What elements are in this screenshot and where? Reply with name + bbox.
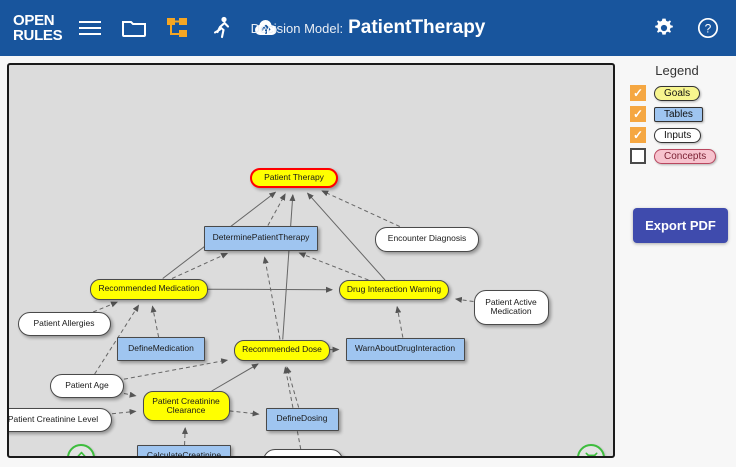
node-label: WarnAboutDrugInteraction <box>354 343 456 354</box>
hamburger-menu-icon[interactable] <box>68 6 112 50</box>
node-patient-allergies[interactable]: Patient Allergies <box>17 312 111 336</box>
legend-checkbox-goals[interactable]: ✓ <box>630 85 646 101</box>
node-label: DeterminePatientTherapy <box>212 232 310 243</box>
node-label: Patient Age <box>65 380 109 391</box>
edge-recommended-medication-to-drug-interaction-warning <box>207 286 334 293</box>
edge-patient-active-medication-to-drug-interaction-warning <box>454 296 474 303</box>
legend-pill-concepts[interactable]: Concepts <box>654 148 717 164</box>
node-patient-age[interactable]: Patient Age <box>50 374 124 398</box>
cloud-upload-icon[interactable] <box>244 6 288 50</box>
edge-patient-age-to-patient-creatinine-clearance <box>123 391 137 398</box>
edge-drug-interaction-warning-to-determine-patient-therapy <box>298 252 369 281</box>
edge-recommended-dose-to-patient-therapy <box>282 193 296 340</box>
node-patient-creatinine-level[interactable]: Patient Creatinine Level <box>7 408 112 432</box>
node-recommended-dose[interactable]: Recommended Dose <box>234 339 330 361</box>
edge-determine-patient-therapy-to-patient-therapy <box>267 193 286 226</box>
node-label: DefineMedication <box>128 343 194 354</box>
check-icon: ✓ <box>632 128 644 142</box>
node-label: Encounter Diagnosis <box>387 233 467 244</box>
header-right-icons: ? <box>642 6 730 50</box>
edge-patient-creatinine-clearance-to-define-dosing <box>229 410 260 417</box>
app-header: OPEN RULES <box>0 0 736 56</box>
legend-pill-goals[interactable]: Goals <box>654 85 701 101</box>
node-label: Patient Allergies <box>33 318 95 329</box>
export-pdf-button[interactable]: Export PDF <box>633 208 728 243</box>
logo-line-2: RULES <box>13 27 63 44</box>
svg-text:?: ? <box>705 22 712 36</box>
gear-icon[interactable] <box>642 6 686 50</box>
edge-encounter-diagnosis-to-patient-therapy <box>321 190 400 227</box>
edge-patient-creatinine-level-to-patient-creatinine-clearance <box>111 408 137 415</box>
node-patient-active-medication[interactable]: Patient Active Medication <box>473 289 549 325</box>
legend-checkbox-concepts[interactable] <box>630 148 646 164</box>
node-label: Patient Weight <box>275 456 330 457</box>
check-icon: ✓ <box>632 86 644 100</box>
node-define-medication[interactable]: DefineMedication <box>117 337 205 361</box>
logo-line-1: OPEN <box>13 12 55 29</box>
node-drug-interaction-warning[interactable]: Drug Interaction Warning <box>339 280 449 300</box>
node-label: DefineDosing <box>276 413 328 424</box>
header-nav-icons <box>68 6 288 50</box>
run-icon[interactable] <box>200 6 244 50</box>
node-patient-creatinine-clearance[interactable]: Patient Creatinine Clearance <box>142 391 230 421</box>
legend-row-concepts: Concepts <box>622 148 732 164</box>
edge-patient-age-to-recommended-dose <box>123 358 229 380</box>
node-encounter-diagnosis[interactable]: Encounter Diagnosis <box>375 226 479 252</box>
legend-checkbox-inputs[interactable]: ✓ <box>630 127 646 143</box>
edge-recommended-dose-to-determine-patient-therapy <box>262 256 281 340</box>
node-label: Patient Creatinine Level <box>7 414 99 425</box>
node-label: CalculateCreatinine Clearance <box>146 449 222 458</box>
edge-warn-about-drug-interaction-to-drug-interaction-warning <box>395 305 404 338</box>
edge-calculate-creatinine-clearance-to-patient-creatinine-clearance <box>181 426 188 446</box>
check-icon: ✓ <box>632 107 644 121</box>
node-calculate-creatinine-clearance[interactable]: CalculateCreatinine Clearance <box>137 445 231 458</box>
edge-define-dosing-to-recommended-dose <box>285 366 300 408</box>
openrules-logo[interactable]: OPEN RULES <box>13 12 63 44</box>
node-label: Recommended Dose <box>242 344 322 355</box>
help-icon[interactable]: ? <box>686 6 730 50</box>
legend-pill-tables[interactable]: Tables <box>654 106 703 122</box>
node-label: Patient Creatinine Clearance <box>152 395 220 415</box>
legend-row-tables: ✓ Tables <box>622 106 732 122</box>
node-warn-about-drug-interaction[interactable]: WarnAboutDrugInteraction <box>345 337 465 361</box>
node-define-dosing[interactable]: DefineDosing <box>265 407 339 431</box>
node-patient-weight[interactable]: Patient Weight <box>263 449 343 457</box>
legend-pill-inputs[interactable]: Inputs <box>654 127 702 143</box>
node-label: Recommended Medication <box>98 283 200 294</box>
node-recommended-medication[interactable]: Recommended Medication <box>90 278 208 300</box>
node-determine-patient-therapy[interactable]: DeterminePatientTherapy <box>204 225 318 251</box>
decision-model-icon[interactable] <box>156 6 200 50</box>
legend-title: Legend <box>655 63 699 78</box>
graph-edges <box>92 190 474 450</box>
node-label: Patient Active Medication <box>485 296 537 316</box>
node-label: Patient Therapy <box>264 172 324 183</box>
edge-patient-creatinine-clearance-to-recommended-dose <box>211 363 259 392</box>
legend-checkbox-tables[interactable]: ✓ <box>630 106 646 122</box>
edge-recommended-medication-to-determine-patient-therapy <box>171 252 229 279</box>
edge-define-medication-to-recommended-medication <box>150 305 160 338</box>
legend-row-inputs: ✓ Inputs <box>622 127 732 143</box>
title-value: PatientTherapy <box>348 17 486 38</box>
folder-icon[interactable] <box>112 6 156 50</box>
node-label: Drug Interaction Warning <box>346 284 442 295</box>
node-patient-therapy[interactable]: Patient Therapy <box>250 168 338 188</box>
edge-patient-allergies-to-recommended-medication <box>92 301 118 313</box>
edge-drug-interaction-warning-to-patient-therapy <box>306 192 386 281</box>
legend-row-goals: ✓ Goals <box>622 85 732 101</box>
